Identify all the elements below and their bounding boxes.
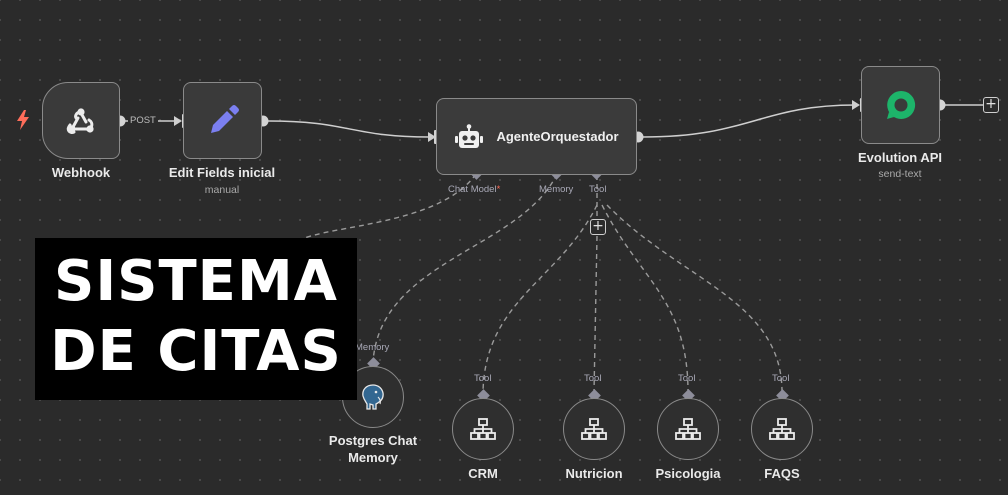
trigger-bolt-icon bbox=[17, 110, 29, 130]
arrow-head bbox=[428, 132, 436, 142]
edit-fields-subtitle: manual bbox=[204, 184, 240, 196]
evolution-api-node[interactable] bbox=[861, 66, 940, 144]
tool-port-label: Tool bbox=[589, 184, 607, 195]
crm-title: CRM bbox=[468, 466, 498, 481]
banner-line-2: DE CITAS bbox=[50, 319, 342, 384]
faqs-title: FAQS bbox=[764, 466, 800, 481]
evolution-title: Evolution API bbox=[857, 150, 943, 165]
tool-dashed-link-faqs bbox=[606, 204, 783, 393]
agent-orquestador-node[interactable]: AgenteOrquestador bbox=[436, 98, 637, 175]
agent-title: AgenteOrquestador bbox=[496, 129, 619, 144]
connection-agent-evolution bbox=[642, 104, 857, 138]
faqs-port-label: Tool bbox=[772, 373, 790, 384]
chat-model-label-text: Chat Model bbox=[448, 184, 497, 195]
add-next-node-button[interactable]: + bbox=[983, 97, 999, 113]
nutricion-port-label: Tool bbox=[584, 373, 602, 384]
tool-dashed-link-crm bbox=[482, 204, 598, 393]
memory-dashed-link bbox=[372, 173, 558, 363]
tool-dashed-link-nutricion bbox=[593, 235, 598, 393]
nutricion-title: Nutricion bbox=[565, 466, 623, 481]
psicologia-port-label: Tool bbox=[678, 373, 696, 384]
banner-line-1: SISTEMA bbox=[53, 249, 339, 314]
webhook-title: Webhook bbox=[51, 165, 111, 180]
webhook-node[interactable] bbox=[42, 82, 120, 159]
postgres-title-line2: Memory bbox=[348, 450, 398, 465]
psicologia-title: Psicologia bbox=[655, 466, 721, 481]
sitemap-icon bbox=[675, 418, 701, 440]
robot-icon bbox=[455, 123, 484, 148]
sitemap-icon bbox=[470, 418, 496, 440]
webhook-icon bbox=[66, 107, 94, 134]
edit-fields-node[interactable] bbox=[183, 82, 262, 159]
crm-tool-node[interactable] bbox=[452, 398, 514, 460]
arrow-head bbox=[174, 116, 182, 126]
faqs-tool-node[interactable] bbox=[751, 398, 813, 460]
postgres-elephant-icon bbox=[362, 384, 384, 410]
chat-model-port-label: Chat Model* bbox=[448, 184, 500, 195]
psicologia-tool-node[interactable] bbox=[657, 398, 719, 460]
connection-edit-agent bbox=[267, 120, 431, 138]
memory-port-label: Memory bbox=[539, 184, 574, 195]
postgres-title-line1: Postgres Chat bbox=[328, 433, 418, 448]
title-banner: SISTEMA DE CITAS bbox=[35, 238, 357, 400]
sitemap-icon bbox=[581, 418, 607, 440]
edit-fields-title: Edit Fields inicial bbox=[168, 165, 276, 180]
evolution-chat-icon bbox=[886, 90, 915, 119]
nutricion-tool-node[interactable] bbox=[563, 398, 625, 460]
crm-port-label: Tool bbox=[474, 373, 492, 384]
sitemap-icon bbox=[769, 418, 795, 440]
required-marker: * bbox=[496, 184, 501, 195]
pencil-icon bbox=[210, 104, 239, 133]
postgres-port-label: Memory bbox=[355, 342, 390, 353]
tool-dashed-link-psicologia bbox=[601, 204, 689, 393]
edge-label-post: POST bbox=[128, 115, 158, 126]
add-tool-button[interactable]: + bbox=[590, 219, 606, 235]
arrow-head bbox=[852, 100, 860, 110]
evolution-subtitle: send-text bbox=[878, 168, 922, 180]
